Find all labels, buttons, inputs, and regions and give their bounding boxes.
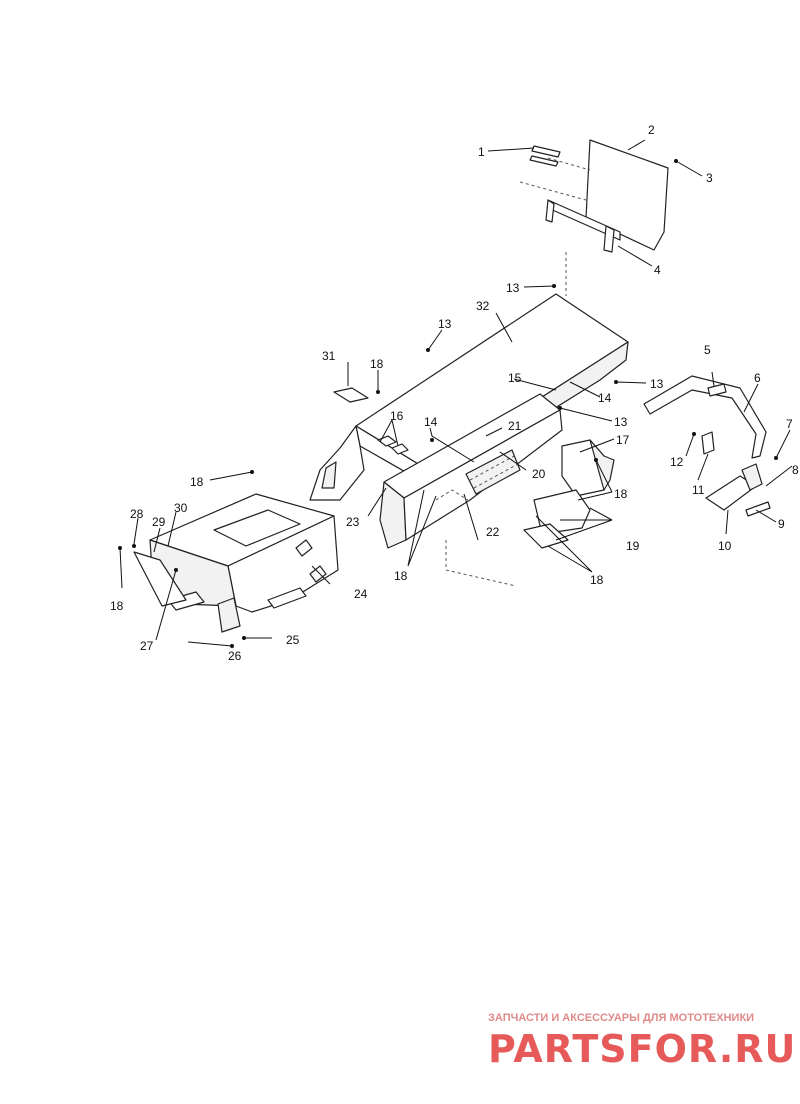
- callout-13b: 13: [438, 317, 452, 331]
- callout-14a: 14: [598, 391, 612, 405]
- part-bracket-4: [545, 199, 621, 296]
- watermark: ЗАПЧАСТИ И АКСЕССУАРЫ ДЛЯ МОТОТЕХНИКИ PA…: [488, 1012, 796, 1071]
- callout-2: 2: [648, 123, 655, 137]
- callout-1: 1: [478, 145, 485, 159]
- part-plate-31: [333, 387, 369, 403]
- callout-7: 7: [786, 417, 793, 431]
- callout-31: 31: [322, 349, 336, 363]
- fastener-dots: [118, 159, 778, 648]
- watermark-brand: PARTSFOR.RU: [488, 1027, 796, 1071]
- callout-18d: 18: [394, 569, 408, 583]
- callout-9: 9: [778, 517, 785, 531]
- callout-16: 16: [390, 409, 404, 423]
- callout-23: 23: [346, 515, 360, 529]
- callout-18a: 18: [370, 357, 384, 371]
- callout-3: 3: [706, 171, 713, 185]
- callout-24: 24: [354, 587, 368, 601]
- callout-11: 11: [692, 483, 705, 497]
- callout-22: 22: [486, 525, 500, 539]
- callout-13a: 13: [506, 281, 520, 295]
- callout-21: 21: [508, 419, 522, 433]
- part-clips-16: [377, 435, 409, 455]
- callout-18b: 18: [190, 475, 204, 489]
- callout-6: 6: [754, 371, 761, 385]
- callout-32: 32: [476, 299, 490, 313]
- part-cradle-24: [133, 493, 339, 633]
- callout-18e: 18: [590, 573, 604, 587]
- callout-27: 27: [140, 639, 154, 653]
- leader-lines: [119, 139, 793, 647]
- part-mount-17: [561, 439, 615, 497]
- part-grille-20: [465, 449, 521, 495]
- callout-20: 20: [532, 467, 546, 481]
- callout-13d: 13: [614, 415, 628, 429]
- callout-19: 19: [626, 539, 640, 553]
- callout-10: 10: [718, 539, 732, 553]
- callout-25: 25: [286, 633, 300, 647]
- part-bracket-19: [523, 489, 591, 549]
- callout-15: 15: [508, 371, 522, 385]
- callout-17: 17: [616, 433, 630, 447]
- callout-4: 4: [654, 263, 661, 277]
- callout-13c: 13: [650, 377, 664, 391]
- callout-30: 30: [174, 501, 188, 515]
- callout-labels: 1 2 3 4 13 32 13 31 18 5 6 15 13 14 13 1…: [110, 123, 799, 663]
- part-strip-1: [529, 145, 561, 167]
- callout-12: 12: [670, 455, 684, 469]
- callout-18c: 18: [614, 487, 628, 501]
- callout-28: 28: [130, 507, 144, 521]
- callout-14b: 14: [424, 415, 438, 429]
- watermark-subtitle: ЗАПЧАСТИ И АКСЕССУАРЫ ДЛЯ МОТОТЕХНИКИ: [488, 1012, 754, 1024]
- part-plate-2: [519, 139, 669, 251]
- callout-5: 5: [704, 343, 711, 357]
- callout-26: 26: [228, 649, 242, 663]
- callout-18f: 18: [110, 599, 124, 613]
- part-flap-10: [701, 431, 771, 517]
- part-bumper-6: [643, 375, 767, 459]
- callout-8: 8: [792, 463, 799, 477]
- callout-29: 29: [152, 515, 166, 529]
